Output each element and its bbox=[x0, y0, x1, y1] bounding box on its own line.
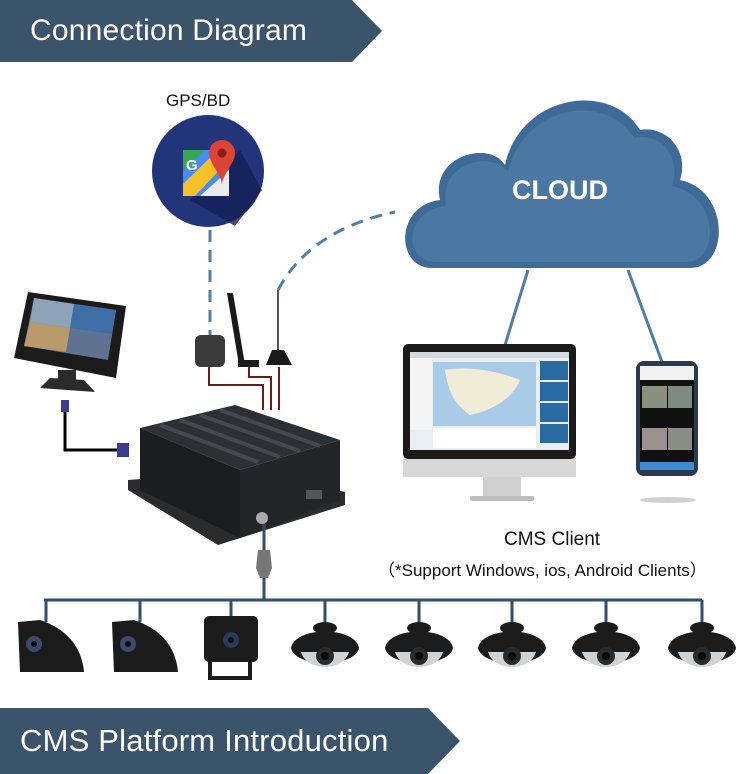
desktop-computer bbox=[403, 344, 576, 501]
cloud-icon bbox=[405, 100, 719, 268]
dome-camera bbox=[478, 622, 546, 667]
cloud-to-pc-link bbox=[503, 269, 530, 346]
antenna-cables bbox=[208, 367, 280, 410]
dome-camera bbox=[385, 622, 453, 667]
smartphone bbox=[636, 361, 698, 503]
4g-antenna bbox=[266, 290, 292, 365]
banner-title: CMS Platform Introduction bbox=[20, 723, 389, 758]
rj45-connector bbox=[256, 550, 272, 578]
cloud-link bbox=[276, 210, 396, 291]
vga-connector bbox=[117, 443, 129, 457]
dome-camera bbox=[668, 622, 736, 667]
gps-label: GPS/BD bbox=[166, 91, 231, 110]
side-camera bbox=[112, 620, 178, 672]
usb-port bbox=[306, 490, 322, 499]
cms-client-subtitle: （*Support Windows, ios, Android Clients） bbox=[378, 561, 707, 580]
cloud-label: CLOUD bbox=[512, 175, 608, 205]
section-banner-cms-platform: CMS Platform Introduction bbox=[0, 708, 460, 774]
monitor-cable bbox=[63, 412, 122, 452]
gps-badge: G bbox=[152, 115, 264, 227]
rear-camera bbox=[204, 616, 258, 680]
camera-bus bbox=[44, 578, 704, 622]
svg-text:G: G bbox=[186, 157, 198, 174]
google-maps-icon: G bbox=[183, 140, 235, 196]
cms-client-title: CMS Client bbox=[504, 529, 601, 550]
side-camera bbox=[18, 620, 84, 672]
wifi-antenna bbox=[227, 293, 259, 367]
section-banner-connection-diagram: Connection Diagram bbox=[0, 0, 382, 62]
mdvr-unit bbox=[128, 405, 345, 545]
ethernet-port bbox=[256, 512, 268, 524]
gps-antenna bbox=[195, 335, 225, 367]
dome-camera bbox=[572, 622, 640, 667]
cloud-to-phone-link bbox=[626, 269, 664, 363]
dome-camera bbox=[291, 622, 359, 667]
banner-title: Connection Diagram bbox=[30, 14, 308, 47]
vehicle-monitor bbox=[14, 292, 126, 412]
